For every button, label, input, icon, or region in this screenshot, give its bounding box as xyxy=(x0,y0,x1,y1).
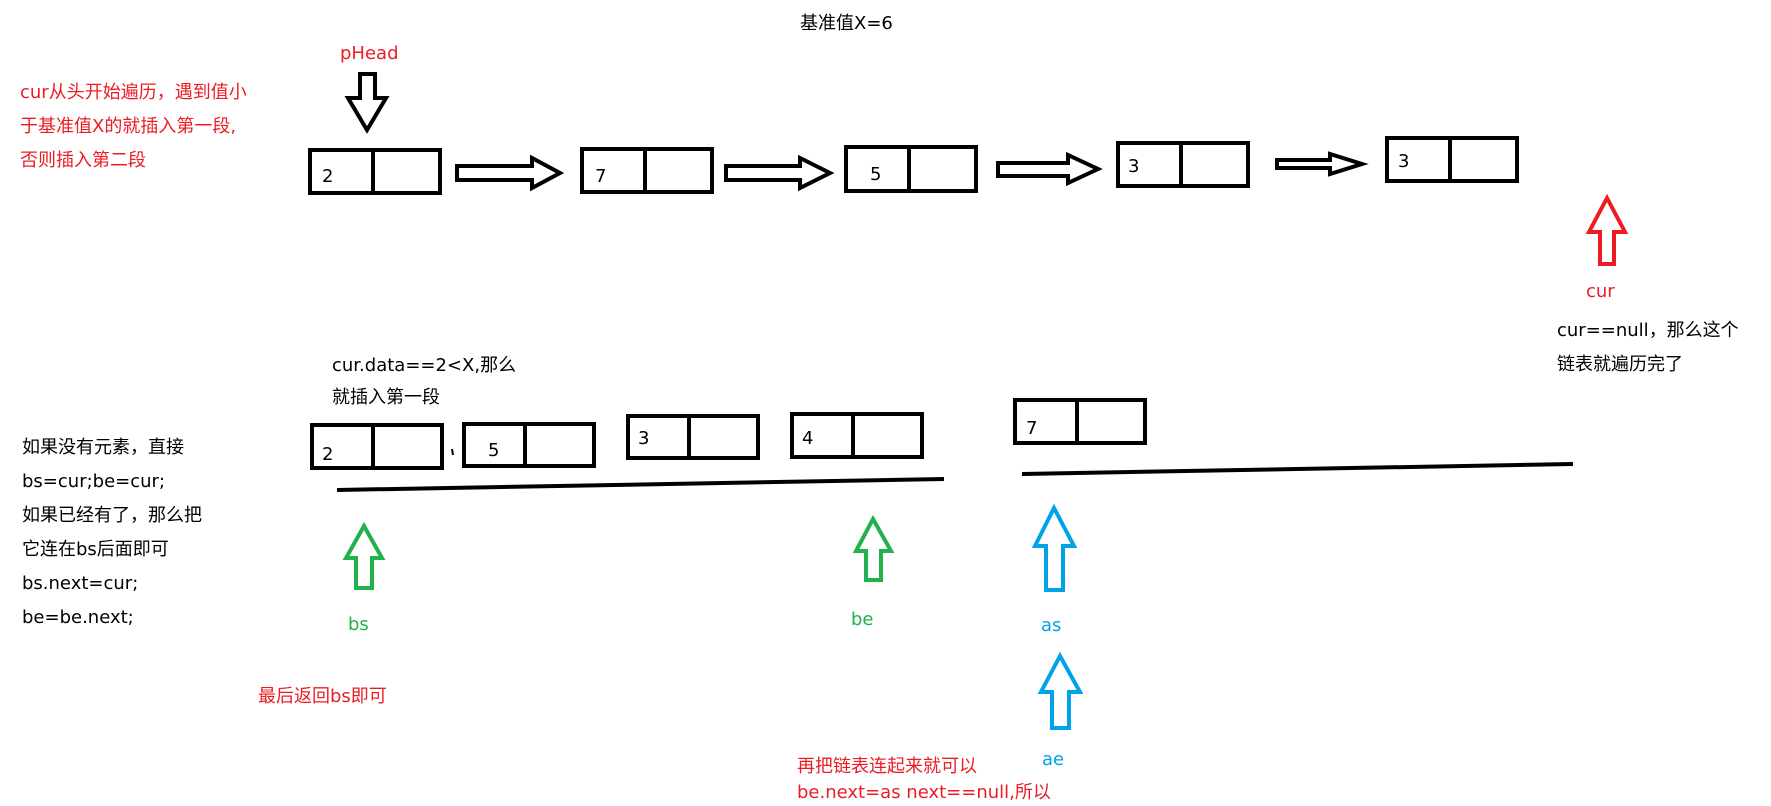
connect-note: 再把链表连起来就可以 be.next=as next==null,所以 xyxy=(797,754,1051,806)
bs-label: bs xyxy=(348,614,369,635)
list-node: 2 xyxy=(310,423,444,470)
tick-mark xyxy=(451,448,454,456)
node-value: 5 xyxy=(488,440,499,461)
list-node: 3 xyxy=(1116,141,1250,188)
note-line: be=be.next; xyxy=(22,607,134,628)
node-value: 3 xyxy=(638,428,649,449)
list-node: 4 xyxy=(790,412,924,459)
note-line: 它连在bs后面即可 xyxy=(22,539,169,560)
as-arrow-icon xyxy=(1031,503,1078,592)
next-arrow xyxy=(1275,151,1369,177)
list-node: 3 xyxy=(626,414,760,460)
return-note: 最后返回bs即可 xyxy=(258,686,387,707)
insert-rule-note: 如果没有元素，直接 bs=cur;be=cur; 如果已经有了，那么把 它连在b… xyxy=(22,431,202,635)
phead-arrow-icon xyxy=(344,72,390,134)
note-line: bs.next=cur; xyxy=(22,573,139,594)
note-line: 链表就遍历完了 xyxy=(1557,354,1683,375)
node-value: 2 xyxy=(322,444,333,465)
ae-arrow-icon xyxy=(1037,651,1084,730)
cur-arrow-icon xyxy=(1585,193,1629,266)
node-value: 5 xyxy=(870,164,881,185)
original-list: 2 7 5 3 3 xyxy=(308,136,1519,195)
first-segment-underline xyxy=(336,477,945,492)
second-segment-underline xyxy=(1021,462,1574,476)
first-segment: 2 5 3 4 xyxy=(310,412,924,470)
list-node: 3 xyxy=(1385,136,1519,183)
node-value: 2 xyxy=(322,166,333,187)
note-line: 否则插入第二段 xyxy=(20,150,146,171)
note-line: cur从头开始遍历，遇到值小 xyxy=(20,82,247,103)
list-node: 7 xyxy=(1013,398,1147,445)
node-value: 7 xyxy=(595,166,606,187)
note-line: 再把链表连起来就可以 xyxy=(797,756,977,777)
phead-label: pHead xyxy=(340,43,399,64)
node-value: 7 xyxy=(1026,418,1037,439)
next-arrow xyxy=(724,154,835,192)
note-line: be.next=as next==null,所以 xyxy=(797,782,1051,803)
second-segment: 7 xyxy=(1013,398,1147,445)
next-arrow xyxy=(996,151,1103,187)
node-value: 4 xyxy=(802,428,813,449)
note-line: 如果已经有了，那么把 xyxy=(22,505,202,526)
note-line: 于基准值X的就插入第一段, xyxy=(20,116,237,137)
list-node: 5 xyxy=(462,422,596,468)
node-value: 3 xyxy=(1398,151,1409,172)
note-line: 就插入第一段 xyxy=(332,387,440,408)
note-line: cur.data==2<X,那么 xyxy=(332,355,517,376)
be-arrow-icon xyxy=(852,514,895,582)
be-label: be xyxy=(851,609,874,630)
note-line: bs=cur;be=cur; xyxy=(22,471,166,492)
note-line: 如果没有元素，直接 xyxy=(22,437,184,458)
list-node: 5 xyxy=(844,145,978,193)
note-line: cur==null，那么这个 xyxy=(1557,320,1739,341)
ae-label: ae xyxy=(1042,749,1065,770)
list-node: 7 xyxy=(580,147,714,194)
list-node: 2 xyxy=(308,148,442,195)
traversal-note: cur从头开始遍历，遇到值小 于基准值X的就插入第一段, 否则插入第二段 xyxy=(20,76,247,178)
cur-null-note: cur==null，那么这个 链表就遍历完了 xyxy=(1557,314,1739,382)
cur-label: cur xyxy=(1586,281,1615,302)
bs-arrow-icon xyxy=(342,521,386,590)
as-label: as xyxy=(1041,615,1062,636)
node-value: 3 xyxy=(1128,156,1139,177)
next-arrow xyxy=(455,154,565,192)
next-arrows xyxy=(455,151,1369,192)
diagram-title: 基准值X=6 xyxy=(800,13,893,34)
compare-note: cur.data==2<X,那么 就插入第一段 xyxy=(332,350,516,414)
